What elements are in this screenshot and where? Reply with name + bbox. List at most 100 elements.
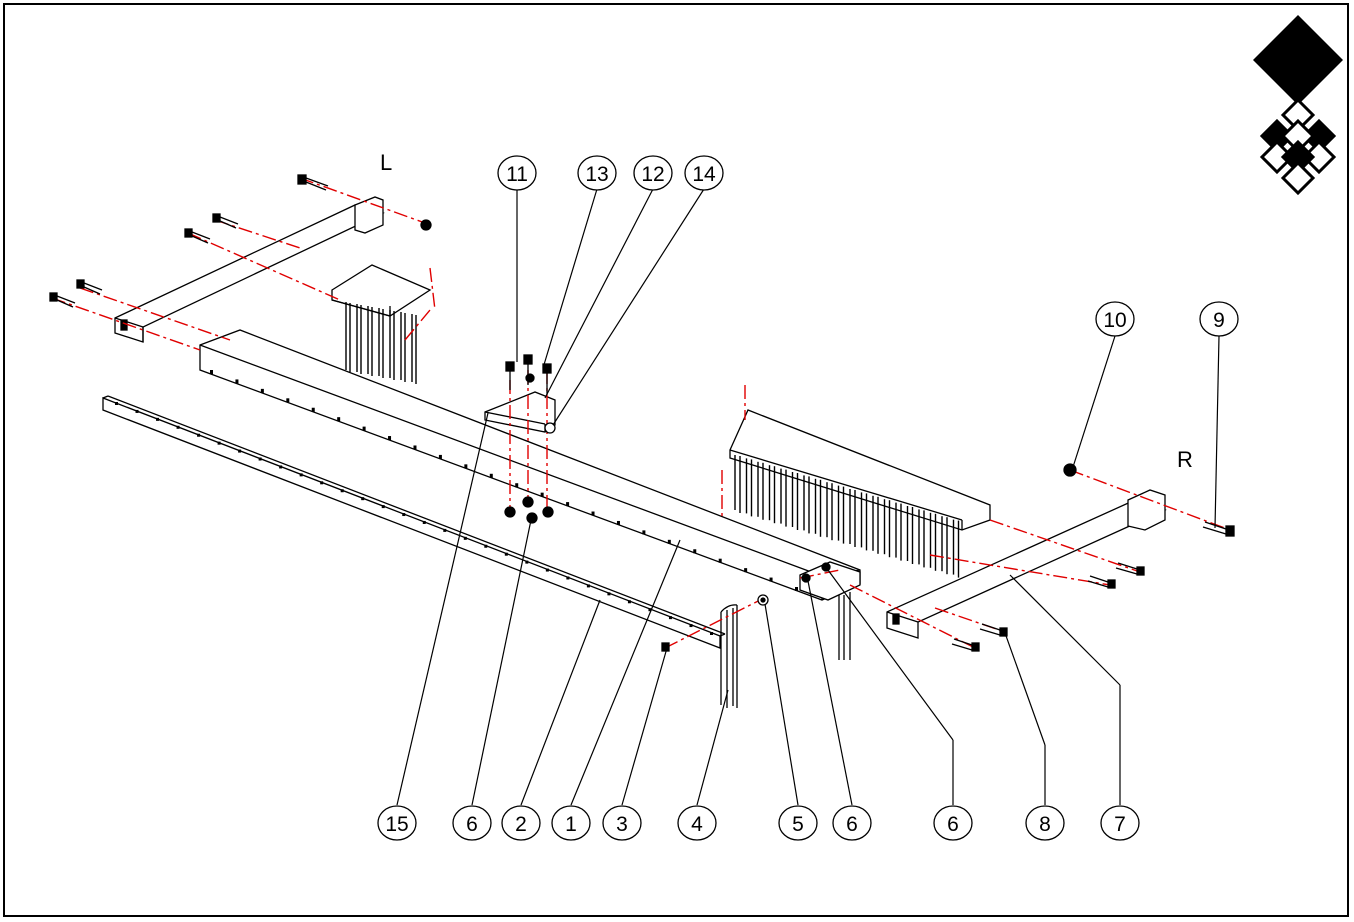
drawing-frame xyxy=(3,3,1349,917)
strip-hole xyxy=(197,433,201,437)
beam-hole xyxy=(693,549,697,554)
callout-label: 7 xyxy=(1114,813,1126,836)
beam-hole xyxy=(286,398,290,403)
tine-pin xyxy=(720,604,738,708)
callout-12 xyxy=(633,155,673,191)
strip-hole xyxy=(135,409,139,413)
callout-10 xyxy=(1095,301,1135,337)
beam-hole xyxy=(566,502,570,507)
bolts xyxy=(49,174,1235,652)
strip-hole xyxy=(668,616,672,620)
callout-label: 6 xyxy=(947,813,959,836)
beam-hole xyxy=(591,511,595,516)
strip-hole xyxy=(545,568,549,572)
left-tine-bank xyxy=(331,264,432,317)
beam-hole xyxy=(464,464,468,469)
callout-6c xyxy=(933,805,973,841)
callout-6a xyxy=(452,805,492,841)
bolt-icon xyxy=(1115,562,1145,576)
nut-icon xyxy=(420,219,432,231)
strip-hole xyxy=(463,536,467,540)
end-bracket xyxy=(799,561,861,660)
callout-label: 4 xyxy=(691,813,703,836)
leader-lines xyxy=(396,188,1220,806)
strip-hole xyxy=(627,600,631,604)
callout-1 xyxy=(551,805,591,841)
beam-hole xyxy=(235,379,239,384)
bolt-icon xyxy=(1202,521,1235,537)
strip-hole xyxy=(525,560,529,564)
right-frame-arm xyxy=(886,489,1167,639)
strip-hole xyxy=(504,552,508,556)
strip-hole xyxy=(320,481,324,485)
strip-hole xyxy=(710,632,713,635)
beam-hole xyxy=(718,558,722,563)
callout-14 xyxy=(684,155,724,191)
right-tines xyxy=(734,455,960,578)
beam-hole xyxy=(540,492,544,497)
callout-label: 8 xyxy=(1039,813,1051,836)
strip-hole xyxy=(607,592,611,596)
strip-hole xyxy=(381,505,385,509)
callout-label: 2 xyxy=(515,813,527,836)
strip-hole xyxy=(238,449,242,453)
beam-hole xyxy=(515,483,519,488)
callout-label: 14 xyxy=(692,163,716,186)
beam-hole xyxy=(642,530,646,535)
strip-hole xyxy=(402,513,406,517)
strip-hole xyxy=(648,608,652,612)
strip-hole xyxy=(176,425,180,429)
beam-hole xyxy=(795,587,798,591)
left-side-label: L xyxy=(380,150,392,175)
nut-icon xyxy=(504,496,554,524)
bolt-icon xyxy=(297,174,329,191)
strip-hole xyxy=(443,528,447,532)
bolt-icon xyxy=(951,638,980,652)
callout-label: 3 xyxy=(616,813,628,836)
callout-label: 6 xyxy=(466,813,478,836)
beam-hole xyxy=(744,568,748,573)
callout-4 xyxy=(677,805,717,841)
beam-hole xyxy=(769,577,773,582)
strip-hole xyxy=(217,441,221,445)
callout-label: 12 xyxy=(641,163,664,186)
callout-label: 1 xyxy=(565,813,577,836)
callout-label: 11 xyxy=(506,163,528,186)
callout-label: 9 xyxy=(1213,309,1225,332)
beam-hole xyxy=(388,436,392,441)
callout-2 xyxy=(501,805,541,841)
strip-hole xyxy=(299,473,303,477)
bolt-icon xyxy=(661,642,670,652)
callout-8 xyxy=(1025,805,1065,841)
callout-5 xyxy=(778,805,818,841)
callout-label: 6 xyxy=(846,813,858,836)
strip-hole xyxy=(566,576,570,580)
washer-icon xyxy=(757,594,769,606)
center-bracket xyxy=(484,391,556,433)
right-side-label: R xyxy=(1177,447,1193,472)
strip-hole xyxy=(361,497,365,501)
callout-label: 15 xyxy=(385,813,408,836)
beam-holes xyxy=(210,370,798,591)
callout-11 xyxy=(497,155,537,191)
strip-hole xyxy=(484,544,488,548)
beam-hole xyxy=(413,445,417,450)
beam-hole xyxy=(362,426,366,431)
strip-hole xyxy=(689,624,693,628)
strip-hole xyxy=(586,584,590,588)
beam-hole xyxy=(260,388,264,393)
bolt-icon xyxy=(505,361,515,390)
strip-hole xyxy=(156,417,160,421)
callout-labels: 11 13 12 14 10 9 15 6 2 1 3 4 5 6 6 8 7 xyxy=(385,163,1225,836)
strip-hole xyxy=(279,465,283,469)
callout-label: 5 xyxy=(792,813,804,836)
diamond-logo xyxy=(1253,15,1343,196)
left-tines xyxy=(345,302,417,384)
callout-13 xyxy=(577,155,617,191)
beam-hole xyxy=(489,473,493,478)
beam-hole xyxy=(337,417,341,422)
centerlines xyxy=(51,177,1231,649)
bolt-icon xyxy=(1087,575,1116,589)
bolt-icon xyxy=(184,228,211,244)
bolt-icon xyxy=(979,623,1008,637)
